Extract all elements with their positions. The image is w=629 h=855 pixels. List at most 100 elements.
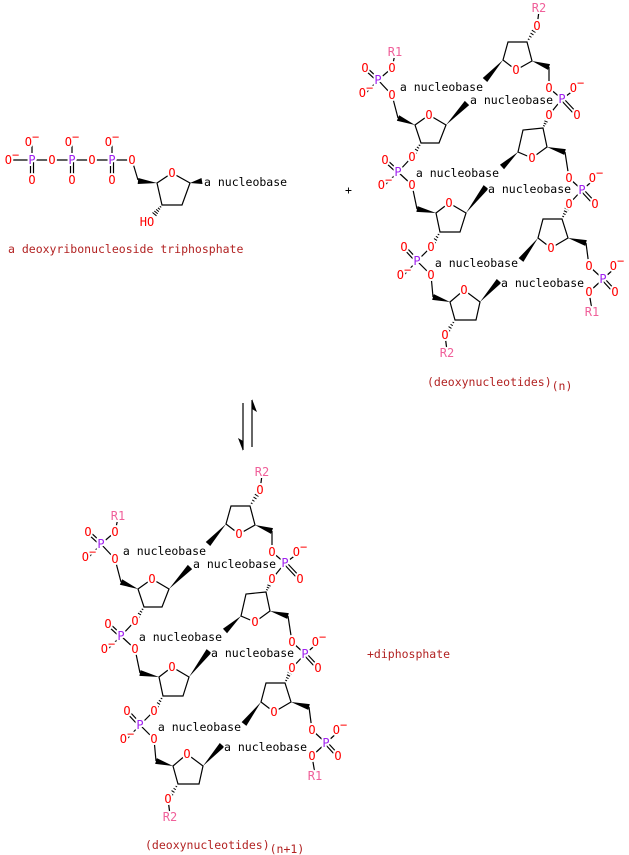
hash-bond xyxy=(167,794,173,799)
oxide-atom: O− xyxy=(101,637,115,656)
oxygen-atom: O xyxy=(381,153,388,167)
hash-bond xyxy=(287,671,292,675)
single-bond xyxy=(568,177,583,191)
phosphorus-atom: P xyxy=(281,556,288,570)
hash-bond xyxy=(285,679,288,682)
single-bond xyxy=(324,743,338,758)
wedge-bond xyxy=(416,206,436,213)
nucleobase-label: a nucleobase xyxy=(501,276,584,290)
hash-bond xyxy=(250,502,253,505)
hash-bond xyxy=(565,204,571,209)
single-bond xyxy=(305,652,320,668)
oxygen-atom: O xyxy=(591,197,598,211)
single-bond xyxy=(127,709,142,725)
oxygen-atom: O xyxy=(183,747,190,761)
nucleobase-label: a nucleobase xyxy=(416,166,499,180)
wedge-bond xyxy=(547,147,566,155)
hash-bond xyxy=(564,207,569,211)
oxygen-atom: O xyxy=(111,552,118,566)
single-bond xyxy=(391,53,396,69)
phosphorus-atom: P xyxy=(558,92,565,106)
oxygen-atom: O xyxy=(388,88,395,102)
single-bond xyxy=(536,10,540,27)
hash-bond xyxy=(267,581,273,585)
single-bond xyxy=(561,87,578,100)
oxygen-atom: O xyxy=(256,483,263,497)
deoxyribose-ring xyxy=(517,127,548,159)
phosphorus-atom: P xyxy=(578,183,585,197)
hydroxyl-group: HO xyxy=(140,215,154,229)
single-bond xyxy=(120,635,136,650)
single-bond xyxy=(291,653,306,669)
negative-charge: − xyxy=(366,81,373,95)
phosphorus-atom: P xyxy=(394,165,401,179)
oxygen-atom: O xyxy=(445,196,452,210)
hash-bond xyxy=(527,38,530,41)
nucleobase-label: a nucleobase xyxy=(400,80,483,94)
oxygen-atom: O xyxy=(104,617,111,631)
oxygen-atom: O xyxy=(48,153,55,167)
oxygen-atom: O xyxy=(545,81,552,95)
wedge-bond xyxy=(270,611,289,619)
oxygen-atom: O xyxy=(425,108,432,122)
wedge-bond xyxy=(222,616,241,634)
single-bond xyxy=(430,274,434,298)
deoxyribose-ring xyxy=(156,172,191,206)
hash-bond xyxy=(542,124,546,127)
oxygen-atom: O xyxy=(512,63,519,77)
oxide-atom: O− xyxy=(120,727,134,746)
hash-bond xyxy=(435,235,439,239)
phosphorus-atom: P xyxy=(374,73,381,87)
single-bond xyxy=(287,615,293,643)
r1-group: R1 xyxy=(111,509,125,523)
wedge-bond xyxy=(396,115,415,125)
single-bond xyxy=(404,245,419,261)
equilibrium-arrows-icon xyxy=(238,399,257,451)
oxygen-atom: O xyxy=(547,241,554,255)
oxygen-atom: O xyxy=(573,108,580,122)
wedge-bond xyxy=(205,524,226,547)
hash-bond xyxy=(155,209,160,212)
hash-bond xyxy=(544,120,548,123)
hash-bond xyxy=(452,321,455,324)
single-bond xyxy=(131,159,139,181)
single-bond xyxy=(365,66,380,80)
r1-group: R1 xyxy=(388,45,402,59)
wedge-bond xyxy=(499,152,518,170)
deoxyribose-ring xyxy=(158,666,190,697)
negative-charge: − xyxy=(12,148,19,162)
hash-bond xyxy=(157,207,161,210)
nucleobase-label: a nucleobase xyxy=(211,646,294,660)
oxygen-atom: O xyxy=(314,661,321,675)
deoxyribose-ring xyxy=(240,591,271,623)
oxygen-atom: O xyxy=(251,615,258,629)
oxide-atom: O− xyxy=(610,254,624,273)
oxygen-atom: O xyxy=(288,661,295,675)
phosphorus-atom: P xyxy=(599,272,606,286)
oxygen-atom: O xyxy=(427,268,434,282)
phosphorus-atom: P xyxy=(68,153,75,167)
negative-charge: − xyxy=(404,263,411,277)
phosphorus-atom: P xyxy=(97,537,104,551)
oxygen-atom: O xyxy=(88,153,95,167)
hash-bond xyxy=(433,238,438,241)
r1-group: R1 xyxy=(308,769,322,783)
deoxyribose-ring xyxy=(537,218,569,249)
nucleobase-label: a nucleobase xyxy=(204,175,287,189)
hash-bond xyxy=(418,144,421,147)
single-bond xyxy=(601,279,615,294)
single-bond xyxy=(88,543,102,558)
product1-label: (deoxynucleotides) xyxy=(145,838,270,852)
hash-bond xyxy=(253,496,257,500)
hash-bond xyxy=(545,115,551,119)
single-bond xyxy=(139,724,155,740)
phosphorus-atom: P xyxy=(301,647,308,661)
wedge-bond xyxy=(189,649,212,677)
wedge-bond xyxy=(480,278,502,302)
wedge-bond xyxy=(466,185,489,213)
oxygen-atom: O xyxy=(150,704,157,718)
wedge-bond xyxy=(137,178,157,184)
oxide-atom: O− xyxy=(397,263,411,282)
hash-bond xyxy=(159,205,162,208)
deoxyribose-ring xyxy=(435,202,467,233)
